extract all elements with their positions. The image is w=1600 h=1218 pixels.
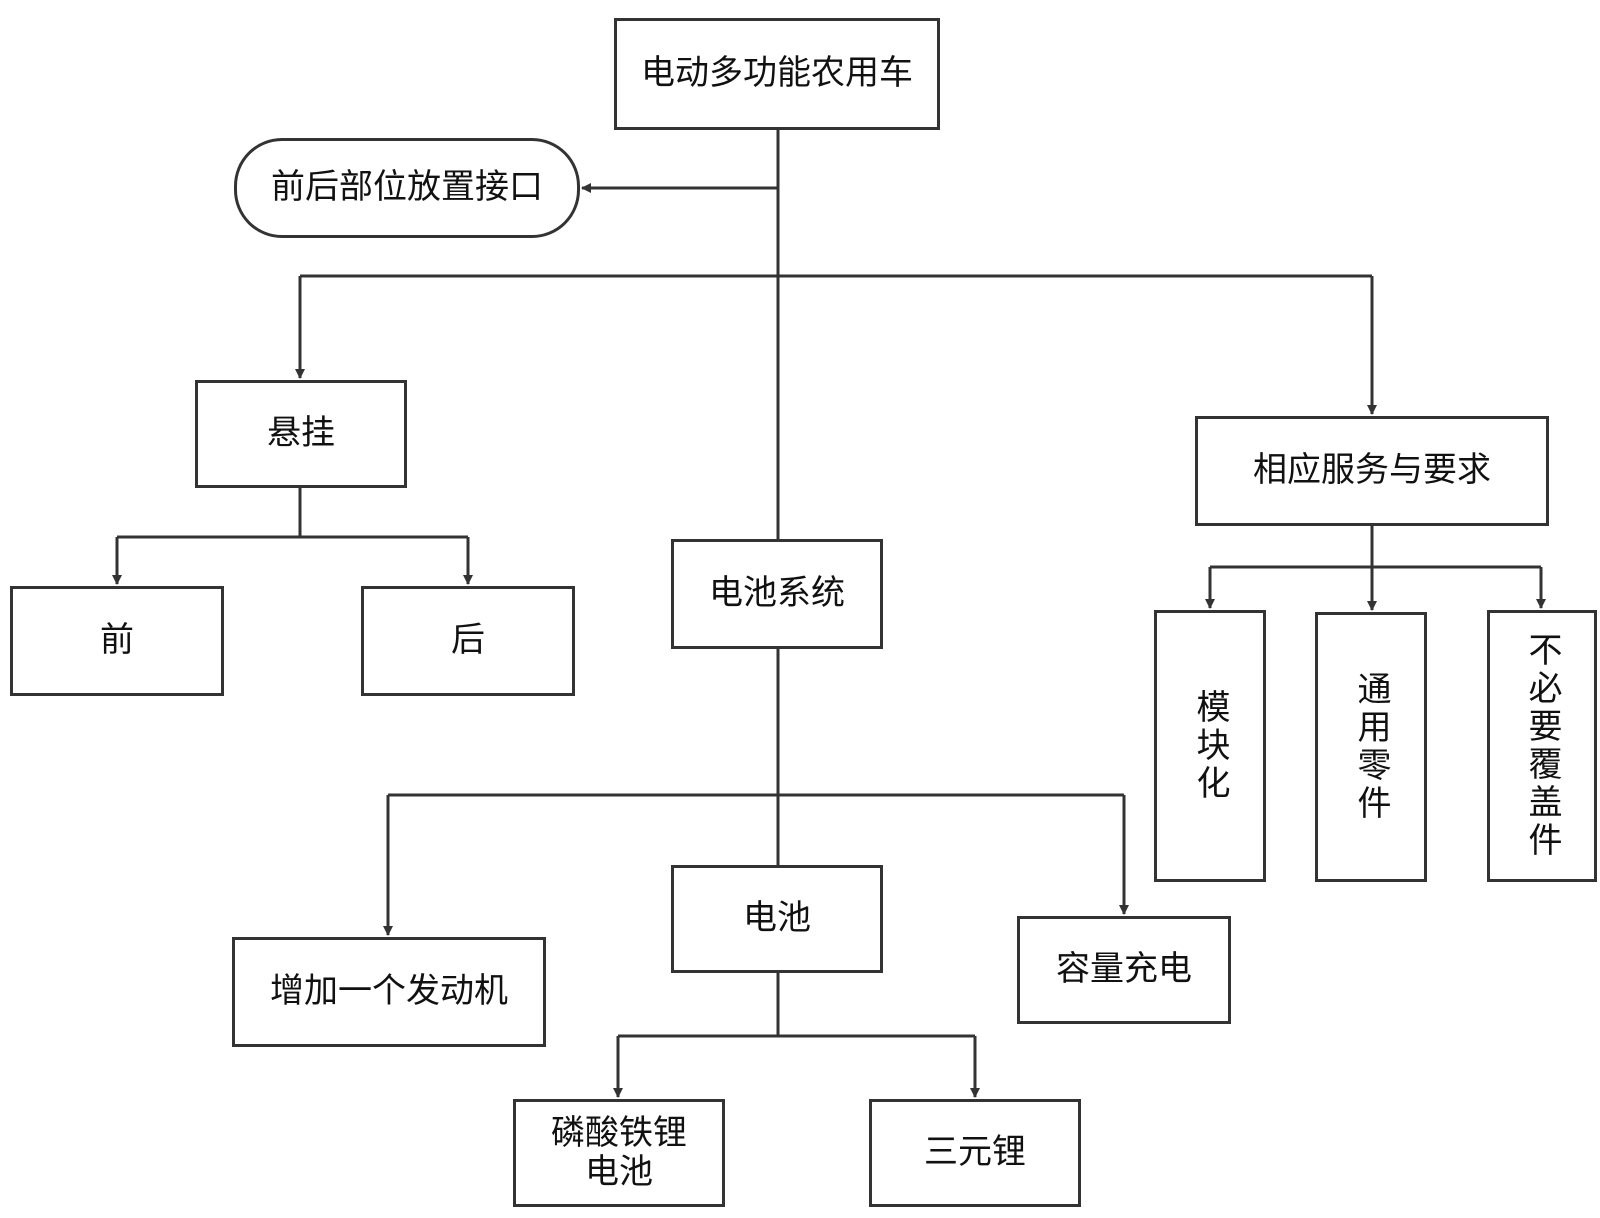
node-battery-system: 电池系统 — [671, 539, 883, 649]
node-lfp-line2: 电池 — [585, 1152, 653, 1192]
node-rear: 后 — [361, 586, 575, 696]
node-lfp-text: 磷酸铁锂 电池 — [551, 1112, 687, 1192]
node-front-label: 前 — [100, 620, 134, 661]
node-common-parts: 通用零件 — [1315, 612, 1427, 882]
node-services: 相应服务与要求 — [1195, 416, 1549, 526]
node-rear-label: 后 — [451, 620, 485, 661]
node-suspension: 悬挂 — [195, 380, 407, 488]
node-add-engine-label: 增加一个发动机 — [270, 971, 508, 1012]
node-front: 前 — [10, 586, 224, 696]
node-lfp-line1: 磷酸铁锂 — [551, 1112, 687, 1153]
node-add-engine: 增加一个发动机 — [232, 937, 546, 1047]
node-modular: 模块化 — [1154, 610, 1266, 882]
node-modular-label: 模块化 — [1190, 689, 1230, 803]
node-battery-system-label: 电池系统 — [709, 573, 845, 614]
node-capacity-charge: 容量充电 — [1017, 916, 1231, 1024]
node-ternary-label: 三元锂 — [924, 1132, 1026, 1173]
node-no-cover-label: 不必要覆盖件 — [1522, 632, 1562, 860]
node-suspension-label: 悬挂 — [267, 413, 335, 454]
node-root: 电动多功能农用车 — [614, 18, 940, 130]
node-ternary: 三元锂 — [869, 1099, 1081, 1207]
node-capacity-charge-label: 容量充电 — [1056, 949, 1192, 990]
node-root-label: 电动多功能农用车 — [641, 53, 913, 94]
node-no-cover: 不必要覆盖件 — [1487, 610, 1597, 882]
node-common-parts-label: 通用零件 — [1351, 671, 1391, 823]
node-interface-label: 前后部位放置接口 — [271, 167, 543, 208]
node-interface: 前后部位放置接口 — [234, 138, 580, 238]
node-battery: 电池 — [671, 865, 883, 973]
node-lfp: 磷酸铁锂 电池 — [513, 1099, 725, 1207]
node-services-label: 相应服务与要求 — [1253, 450, 1491, 491]
node-battery-label: 电池 — [743, 898, 811, 939]
